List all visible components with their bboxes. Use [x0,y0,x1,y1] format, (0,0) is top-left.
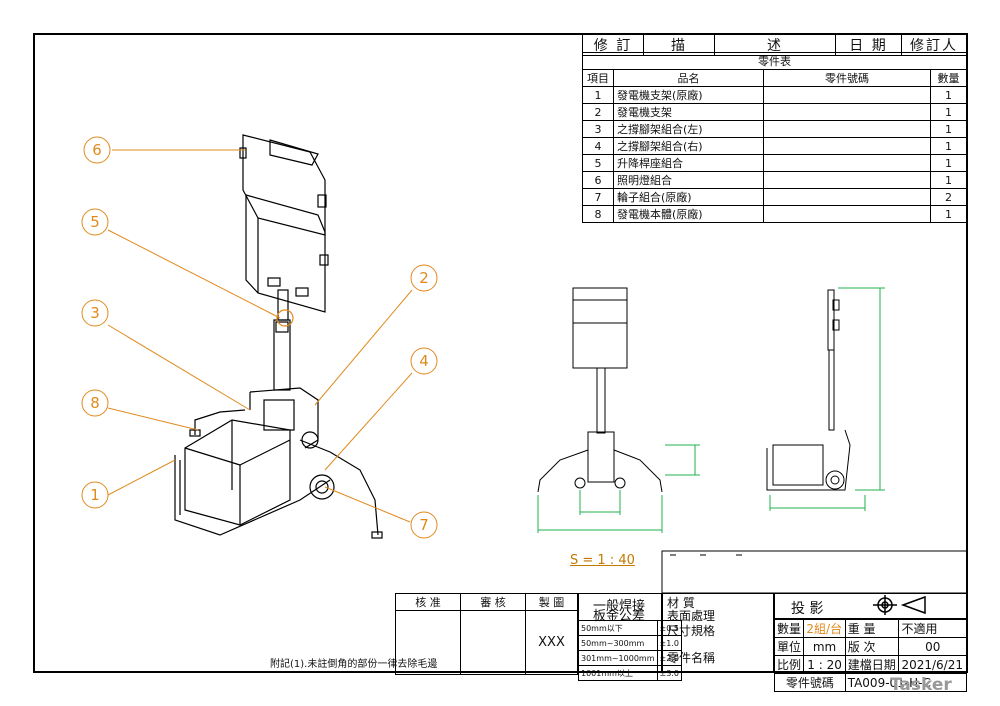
bom-cell: 1 [930,205,967,223]
table-row: 數量 2組/台 重 量 不適用 [773,619,967,638]
svg-text:3: 3 [90,304,100,322]
version-value: 00 [898,637,967,656]
approve-label: 核 准 [395,593,461,611]
revision-table: 修 訂 描 述 日 期 修訂人 [582,34,967,56]
draw-label: 製 圖 [525,593,578,611]
tol-range: 50mm~300mm [578,635,658,651]
table-row: 零件號碼 TA009-01-H-C [774,673,968,692]
bom-header-qty: 數量 [930,69,967,87]
bom-cell: 1 [930,103,967,121]
tol-range: 301mm~1000mm [578,650,658,666]
balloon-6: 6 [83,136,111,164]
front-view [537,287,663,493]
date-label: 建檔日期 [844,655,900,674]
drafter-name: XXX [525,610,578,675]
part-no-label: 零件號碼 [774,673,846,692]
unit-value: mm [803,637,846,656]
tolerance-title-1: 一般焊接 [593,599,646,614]
svg-text:4: 4 [419,352,429,370]
watermark-logo: Tasker [890,675,952,695]
bom-cell: 發電機本體(原廠) [613,205,764,223]
svg-text:1: 1 [90,486,100,504]
date-value: 2021/6/21 [898,655,967,674]
reviser-col: 修訂人 [901,34,967,56]
projection-symbol-icon [873,595,926,615]
ratio-value: 1 : 20 [803,655,846,674]
review-label: 審 核 [460,593,526,611]
part-name-label: 零件名稱 [667,651,716,665]
projection-label: 投 影 [791,601,824,617]
balloon-4: 4 [410,347,438,375]
spec-table: 數量 2組/台 重 量 不適用 單位 mm 版 次 00 比例 1 : 20 建… [773,619,968,692]
review-sign [460,610,526,675]
side-view-dimensions [769,287,885,511]
approval-table: 核 准 審 核 製 圖 XXX [395,593,578,675]
qty-label: 數量 [773,619,805,638]
table-row: 比例 1 : 20 建檔日期 2021/6/21 [773,655,967,674]
title-block-frame [661,550,968,594]
ratio-label: 比例 [773,655,805,674]
table-row: 單位 mm 版 次 00 [773,637,967,656]
bom-cell: 之撐腳架組合(左) [613,120,764,138]
scale-label: S = 1 : 40 [570,553,635,568]
balloon-3: 3 [81,299,109,327]
balloon-7: 7 [410,511,438,539]
qty-value: 2組/台 [803,619,846,638]
material-label: 材 質 [667,596,695,610]
balloon-1: 1 [81,481,109,509]
part-no-value: TA009-01-H-C [844,673,968,692]
weight-value: 不適用 [898,619,967,638]
balloons: 1 2 3 4 5 6 7 8 [81,136,438,539]
front-view-dimensions [537,444,700,533]
surface-label: 表面處理 [667,609,716,623]
version-label: 版 次 [844,637,900,656]
drawing-note: 附記(1).未註倒角的部份一律去除毛邊 [270,659,438,670]
isometric-view [174,134,383,539]
tol-range: 1001mm以上 [578,665,658,681]
unit-label: 單位 [773,637,805,656]
svg-text:2: 2 [419,269,429,287]
balloon-2: 2 [410,264,438,292]
svg-text:5: 5 [90,213,100,231]
svg-text:6: 6 [92,141,102,159]
bom-cell: 1 [930,120,967,138]
weight-label: 重 量 [844,619,900,638]
svg-text:8: 8 [90,394,100,412]
svg-text:7: 7 [419,516,429,534]
balloon-leaders [107,149,413,523]
material-block: 材 質 表面處理 尺寸規格 零件名稱 [662,593,774,673]
side-view [766,289,851,491]
projection-block: 投 影 [774,593,967,619]
balloon-5: 5 [81,208,109,236]
tol-range: 50mm以下 [578,620,658,636]
dimension-label: 尺寸規格 [667,624,716,638]
balloon-8: 8 [81,389,109,417]
